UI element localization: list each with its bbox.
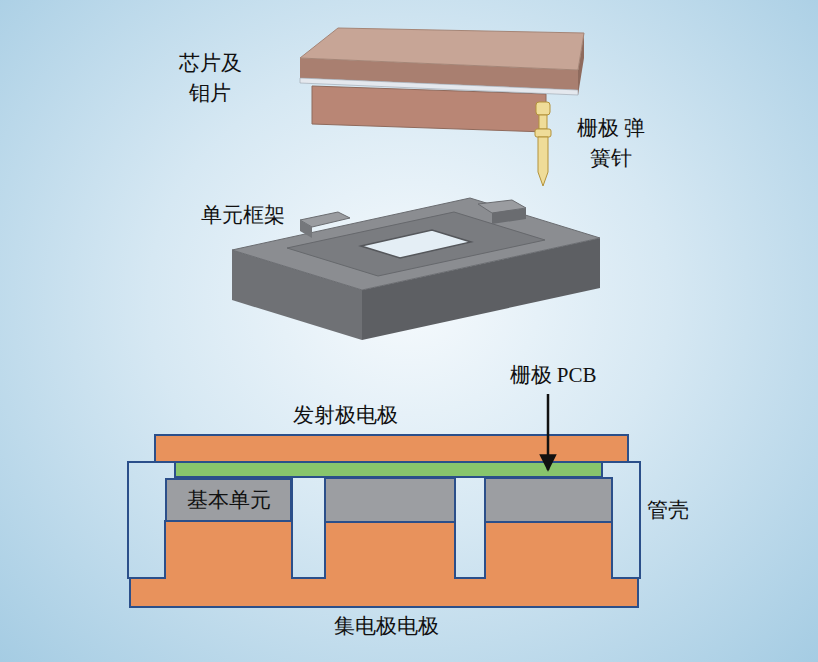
frame-label: 单元框架 [201, 200, 285, 230]
cross-section [128, 394, 640, 607]
collector-pillar [325, 520, 455, 580]
housing-wall [292, 478, 325, 578]
chip-top-face [300, 28, 584, 70]
basic-unit-box: 基本单元 [165, 478, 292, 522]
chip-label: 芯片及 钼片 [174, 48, 246, 108]
moly-plate-edge [300, 78, 578, 95]
housing-wall [612, 462, 640, 578]
collector-electrode [130, 578, 638, 607]
frame-tab-side [300, 220, 312, 238]
frame-tab-side [492, 208, 526, 224]
frame-window [361, 230, 471, 258]
collector-label: 集电极电极 [334, 611, 439, 641]
spring-pin [535, 102, 551, 186]
pin-collar [535, 129, 551, 137]
pin-tip [538, 137, 548, 186]
collector-pillar [485, 520, 612, 580]
gate-pcb [175, 462, 602, 477]
emitter-label: 发射极电极 [293, 400, 398, 430]
unit-frame [232, 198, 600, 340]
lower-moly-step [312, 86, 546, 132]
basic-unit [485, 478, 612, 522]
chip-stack [300, 28, 584, 132]
basic-unit [325, 478, 455, 522]
leader-arrow [547, 394, 550, 470]
emitter-electrode [155, 435, 628, 462]
pcb-label: 栅极 PCB [510, 360, 597, 390]
pin-head [536, 102, 550, 115]
housing-label: 管壳 [647, 495, 689, 525]
housing-wall [455, 478, 485, 578]
pin-neck [539, 115, 547, 129]
pin-label: 栅极 弹簧针 [573, 113, 649, 173]
frame-top-face [232, 198, 600, 290]
unit-label: 基本单元 [187, 486, 271, 514]
housing-wall [128, 462, 165, 578]
collector-pillar [165, 520, 292, 580]
